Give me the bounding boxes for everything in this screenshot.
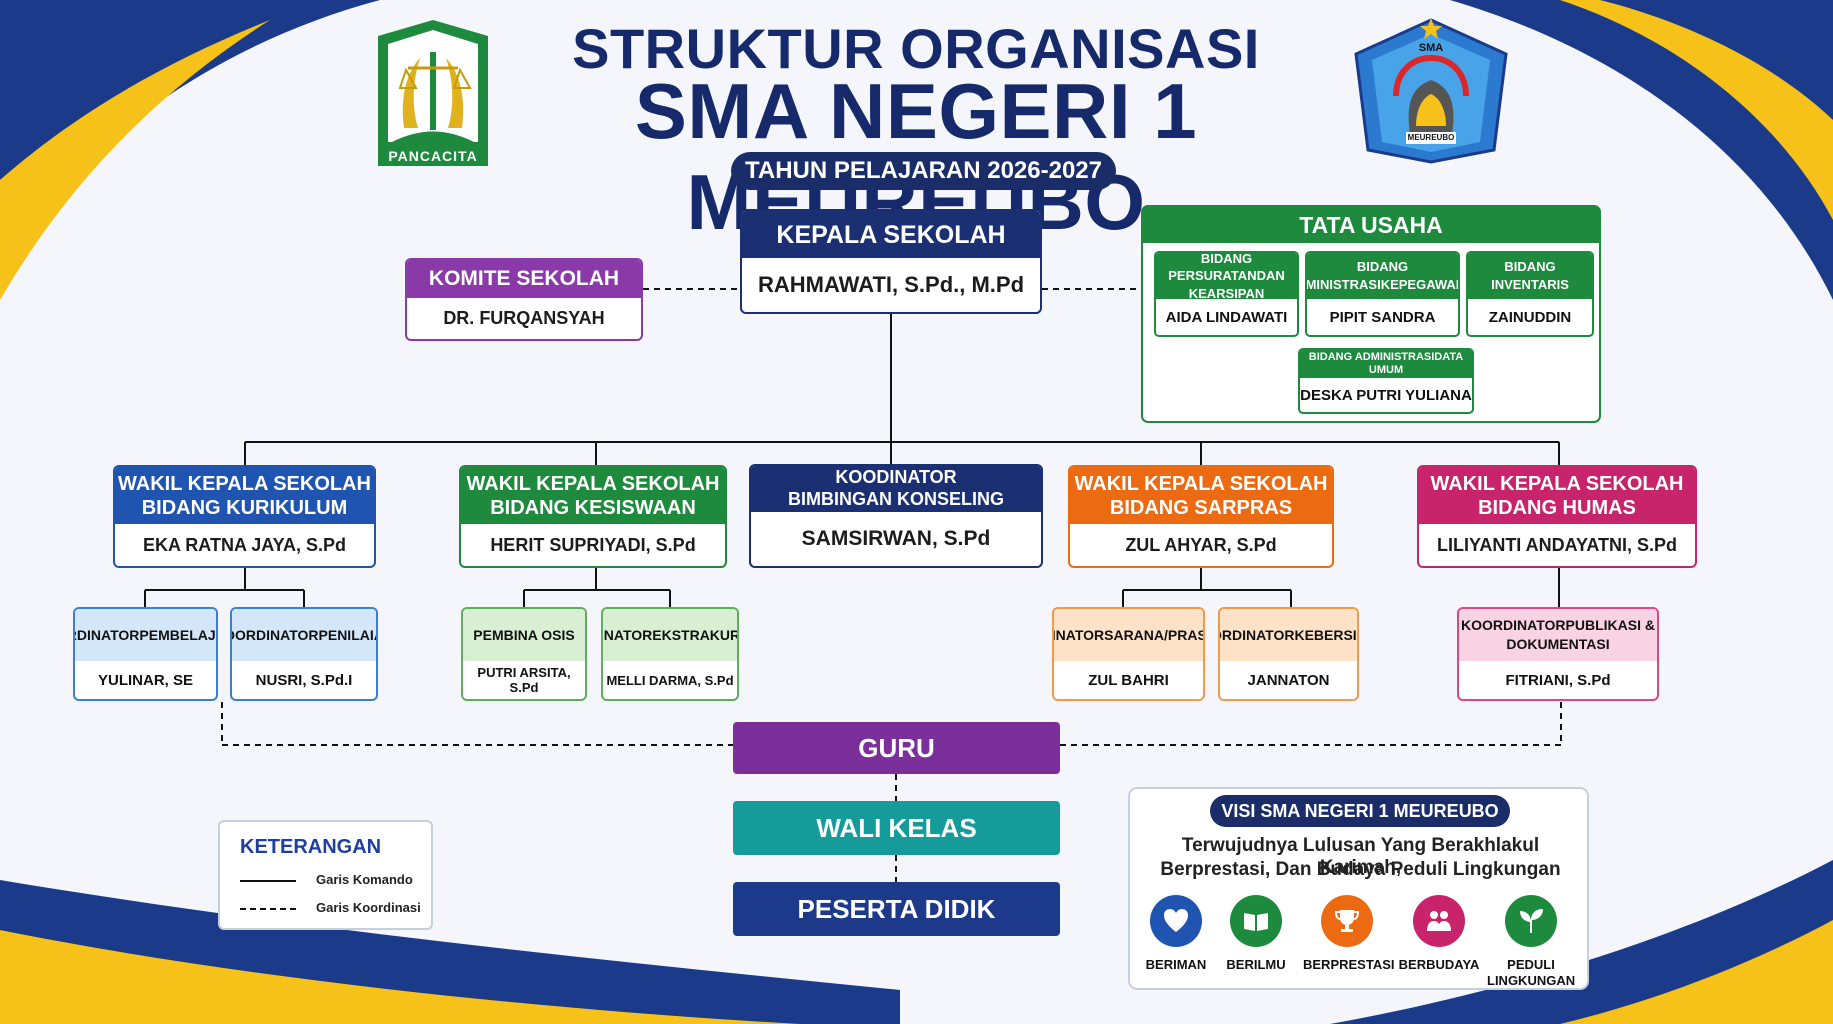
tata-usaha-unit: BIDANG ADMINISTRASIKEPEGAWAIAN PIPIT SAN… xyxy=(1305,251,1460,337)
wali-kelas-bar: WALI KELAS xyxy=(733,801,1060,855)
trophy-icon xyxy=(1321,895,1373,947)
koordinator-name: JANNATON xyxy=(1247,671,1330,689)
kepala-sekolah-name: RAHMAWATI, S.Pd., M.Pd xyxy=(757,272,1025,297)
komite-sekolah-name: DR. FURQANSYAH xyxy=(443,308,605,328)
legend-solid-label: Garis Komando xyxy=(316,872,413,887)
emblem-top-text: SMA xyxy=(1418,42,1444,54)
koordinator-box: KOORDINATORKEBERSIHAN JANNATON xyxy=(1218,607,1359,701)
visi-item: BERILMU xyxy=(1212,895,1300,973)
koordinator-title: KOORDINATORPEMBELAJARAN xyxy=(75,609,216,661)
tata-usaha-unit-name: ZAINUDDIN xyxy=(1488,308,1572,326)
koordinator-box: KOORDINATORSARANA/PRASARANA ZUL BAHRI xyxy=(1052,607,1205,701)
tata-usaha-unit-title: BIDANG PERSURATANDAN KEARSIPAN xyxy=(1156,253,1297,301)
heart-hands-icon xyxy=(1150,895,1202,947)
people-icon xyxy=(1413,895,1465,947)
visi-item-label: BERPRESTASI xyxy=(1303,957,1395,972)
koordinator-box: KOORDINATOREKSTRAKURIKULER MELLI DARMA, … xyxy=(601,607,739,701)
visi-item: BERIMAN xyxy=(1132,895,1220,973)
legend-dashed-line xyxy=(240,908,296,910)
koordinator-name: NUSRI, S.Pd.I xyxy=(255,671,353,689)
tata-usaha-unit-name: DESKA PUTRI YULIANA xyxy=(1300,386,1472,404)
legend-dashed-label: Garis Koordinasi xyxy=(316,900,421,915)
koordinator-name: PUTRI ARSITA, S.Pd xyxy=(477,665,571,695)
koordinator-name: ZUL BAHRI xyxy=(1088,671,1169,689)
peserta-didik-bar: PESERTA DIDIK xyxy=(733,882,1060,936)
visi-text-line1: Terwujudnya Lulusan Yang Berakhlakul Kar… xyxy=(1181,835,1540,878)
guru-bar: GURU xyxy=(733,722,1060,774)
academic-year-badge: TAHUN PELAJARAN 2026-2027 xyxy=(731,152,1116,190)
komite-sekolah-box: KOMITE SEKOLAH DR. FURQANSYAH xyxy=(405,258,643,341)
koordinator-name: MELLI DARMA, S.Pd xyxy=(606,672,734,688)
wakil-name: EKA RATNA JAYA, S.Pd xyxy=(142,534,347,555)
tata-usaha-unit-title: BIDANG ADMINISTRASIDATA UMUM xyxy=(1300,350,1472,378)
legend-solid-line xyxy=(240,880,296,882)
wakil-name: LILIYANTI ANDAYATNI, S.Pd xyxy=(1436,534,1678,555)
visi-item-label: BERIMAN xyxy=(1145,957,1207,972)
pancacita-logo: PANCACITA xyxy=(360,18,506,168)
book-icon xyxy=(1230,895,1282,947)
visi-title: VISI SMA NEGERI 1 MEUREUBO xyxy=(1210,795,1510,827)
kepala-sekolah-title: KEPALA SEKOLAH xyxy=(742,211,1040,258)
komite-sekolah-title: KOMITE SEKOLAH xyxy=(407,260,641,298)
visi-item-label: BERBUDAYA xyxy=(1398,957,1480,972)
koordinator-name: YULINAR, SE xyxy=(97,671,193,689)
koordinator-title: KOORDINATORSARANA/PRASARANA xyxy=(1054,609,1203,661)
tata-usaha-unit: BIDANG ADMINISTRASIDATA UMUM DESKA PUTRI… xyxy=(1298,348,1474,414)
koordinator-title: KOORDINATOREKSTRAKURIKULER xyxy=(603,609,737,661)
tata-usaha-unit-title: BIDANG ADMINISTRASIKEPEGAWAIAN xyxy=(1307,253,1458,299)
school-emblem-logo: SMA MEUREUBO xyxy=(1350,14,1512,166)
koordinator-title: PEMBINA OSIS xyxy=(463,609,585,661)
leaf-icon xyxy=(1505,895,1557,947)
tata-usaha-title: TATA USAHA xyxy=(1143,207,1599,243)
tata-usaha-unit: BIDANG INVENTARIS ZAINUDDIN xyxy=(1466,251,1594,337)
visi-text-line2: Berprestasi, Dan Budaya Peduli Lingkunga… xyxy=(1160,859,1561,880)
tata-usaha-unit: BIDANG PERSURATANDAN KEARSIPAN AIDA LIND… xyxy=(1154,251,1299,337)
visi-item: BERBUDAYA xyxy=(1395,895,1483,973)
wakil-name: ZUL AHYAR, S.Pd xyxy=(1125,534,1277,555)
koordinator-box: KOORDINATORPEMBELAJARAN YULINAR, SE xyxy=(73,607,218,701)
koordinator-title: KOORDINATORPUBLIKASI & DOKUMENTASI xyxy=(1459,609,1657,661)
emblem-bottom-text: MEUREUBO xyxy=(1407,133,1455,142)
tata-usaha-unit-name: AIDA LINDAWATI xyxy=(1165,308,1288,326)
tata-usaha-unit-name: PIPIT SANDRA xyxy=(1329,308,1436,326)
wakil-name: HERIT SUPRIYADI, S.Pd xyxy=(490,534,696,555)
legend-panel: KETERANGAN Garis Komando Garis Koordinas… xyxy=(218,820,433,930)
wakil-name: SAMSIRWAN, S.Pd xyxy=(801,527,991,550)
visi-item-label: BERILMU xyxy=(1226,957,1286,972)
koordinator-title: KOORDINATORKEBERSIHAN xyxy=(1220,609,1357,661)
kepala-sekolah-box: KEPALA SEKOLAH RAHMAWATI, S.Pd., M.Pd xyxy=(740,209,1042,314)
visi-panel: VISI SMA NEGERI 1 MEUREUBO Terwujudnya L… xyxy=(1128,787,1589,990)
page-title: STRUKTUR ORGANISASI xyxy=(572,17,1260,80)
tata-usaha-panel: TATA USAHA BIDANG PERSURATANDAN KEARSIPA… xyxy=(1141,205,1601,423)
pancacita-label: PANCACITA xyxy=(388,148,478,164)
koordinator-title: KOORDINATORPENILAIAN xyxy=(232,609,376,661)
visi-item: BERPRESTASI xyxy=(1303,895,1395,973)
koordinator-box: KOORDINATORPENILAIAN NUSRI, S.Pd.I xyxy=(230,607,378,701)
tata-usaha-unit-title: BIDANG INVENTARIS xyxy=(1468,253,1592,299)
koordinator-box: PEMBINA OSIS PUTRI ARSITA, S.Pd xyxy=(461,607,587,701)
koordinator-name: FITRIANI, S.Pd xyxy=(1505,671,1611,689)
koordinator-box: KOORDINATORPUBLIKASI & DOKUMENTASI FITRI… xyxy=(1457,607,1659,701)
legend-title: KETERANGAN xyxy=(240,836,382,858)
